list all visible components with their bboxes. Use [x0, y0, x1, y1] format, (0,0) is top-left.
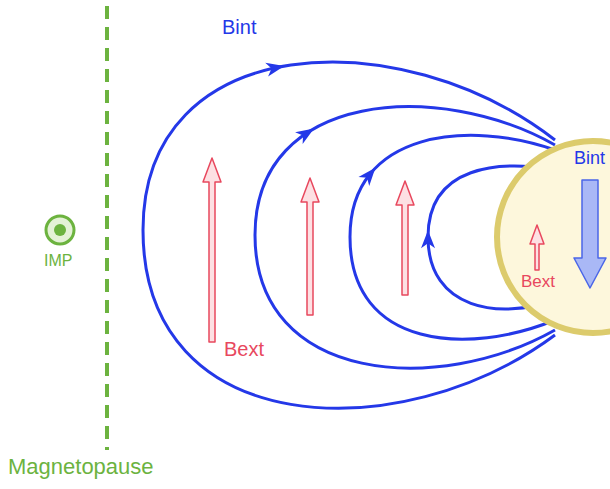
- field-arrowhead: [421, 230, 435, 248]
- field-label: Bext: [521, 273, 555, 292]
- field-arrowhead: [295, 123, 318, 144]
- current-symbol: [46, 216, 74, 244]
- field-label: Bext: [224, 338, 264, 360]
- field-line: [143, 62, 555, 408]
- field-lines: [143, 62, 555, 408]
- field-label: Bint: [222, 16, 256, 38]
- field-arrowhead: [265, 59, 285, 76]
- field-arrowheads: [265, 59, 435, 248]
- external-field-arrow: [203, 158, 221, 342]
- internal-field-arrow: [574, 180, 606, 288]
- magnetopause-line: [105, 6, 109, 450]
- external-field-arrow: [301, 178, 319, 315]
- internal-external-field-arrow: [530, 225, 544, 270]
- planet: [497, 141, 610, 333]
- current-label: IMP: [44, 252, 72, 270]
- external-field-arrows: [203, 158, 414, 342]
- field-arrowhead: [358, 163, 380, 186]
- current-dot: [54, 224, 66, 236]
- field-label: Bint: [574, 149, 605, 169]
- external-field-arrow: [396, 181, 414, 295]
- boundary-label: Magnetopause: [8, 455, 154, 479]
